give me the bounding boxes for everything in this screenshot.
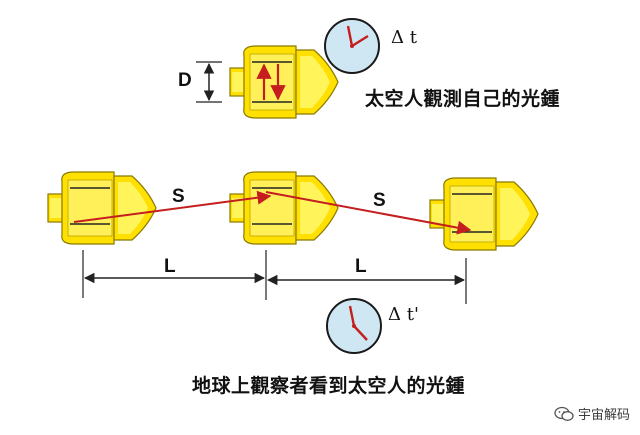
watermark: 宇宙解码: [554, 404, 630, 423]
label-delta-t-prime: Δ t': [388, 304, 419, 325]
light-path-s-first: [73, 190, 272, 223]
label-l-second: L: [355, 256, 367, 277]
label-s-first: S: [172, 186, 185, 207]
label-l-first: L: [164, 256, 176, 277]
clock-icon-bottom: [326, 298, 382, 354]
clock-icon-top: [324, 18, 380, 74]
label-delta-t: Δ t: [391, 27, 417, 48]
rocket-top: [229, 45, 339, 119]
distance-l-markers: [82, 250, 467, 304]
rocket-middle: [229, 171, 339, 245]
rocket-right: [429, 177, 539, 251]
label-d: D: [178, 70, 192, 91]
wechat-icon: [554, 406, 574, 421]
watermark-text: 宇宙解码: [577, 408, 630, 423]
label-s-second: S: [373, 190, 386, 211]
astronaut-caption: 太空人觀測自己的光鍾: [365, 88, 561, 110]
rocket-left: [47, 171, 157, 245]
light-path-s-second: [265, 191, 472, 235]
distance-d-marker: [196, 61, 222, 103]
earth-caption: 地球上觀察者看到太空人的光鍾: [192, 375, 466, 397]
